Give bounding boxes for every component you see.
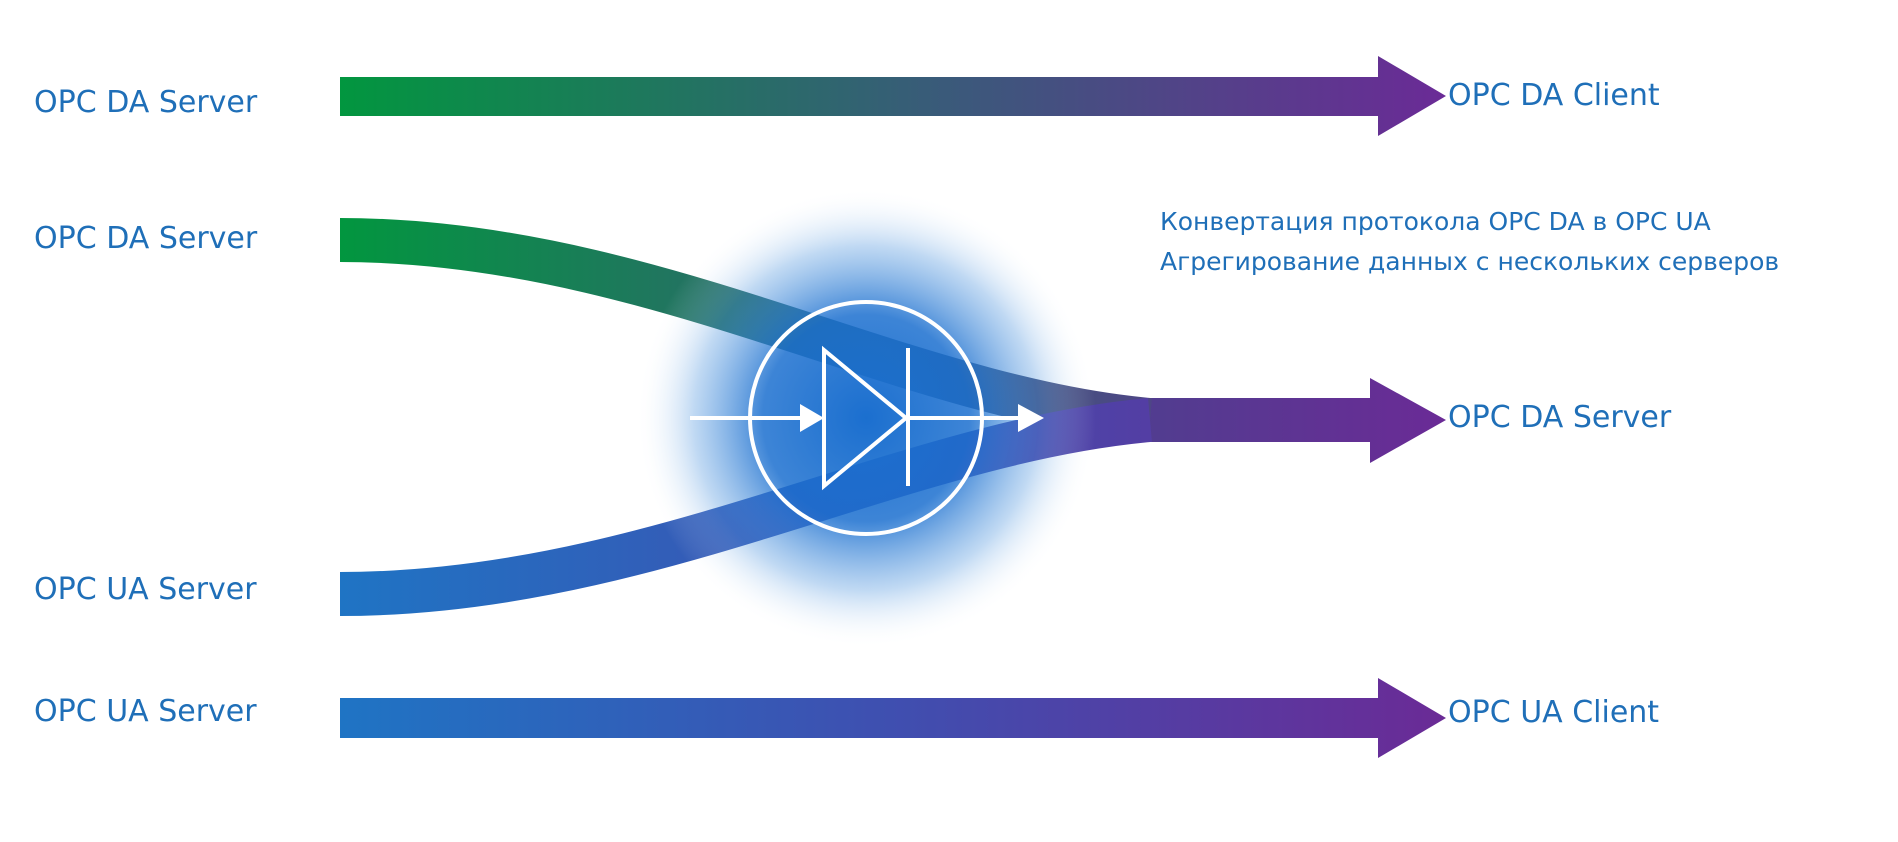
note-data-aggregation: Агрегирование данных с нескольких сервер…	[1160, 247, 1780, 276]
source-label-da-server-1: OPC DA Server	[34, 85, 258, 120]
note-protocol-conversion: Конвертация протокола OPC DA в OPC UA	[1160, 207, 1711, 236]
diode-converter-icon	[690, 300, 1044, 536]
source-label-ua-server-1: OPC UA Server	[34, 572, 257, 607]
target-label-ua-client: OPC UA Client	[1448, 695, 1660, 730]
arrow-da-to-da-client	[340, 56, 1446, 136]
target-label-da-server: OPC DA Server	[1448, 400, 1672, 435]
target-label-da-client: OPC DA Client	[1448, 78, 1660, 113]
arrow-ua-to-ua-client	[340, 678, 1446, 758]
arrow-merge-head	[1100, 378, 1446, 463]
source-label-da-server-2: OPC DA Server	[34, 221, 258, 256]
source-label-ua-server-2: OPC UA Server	[34, 694, 257, 729]
converter-glow	[636, 188, 1096, 648]
